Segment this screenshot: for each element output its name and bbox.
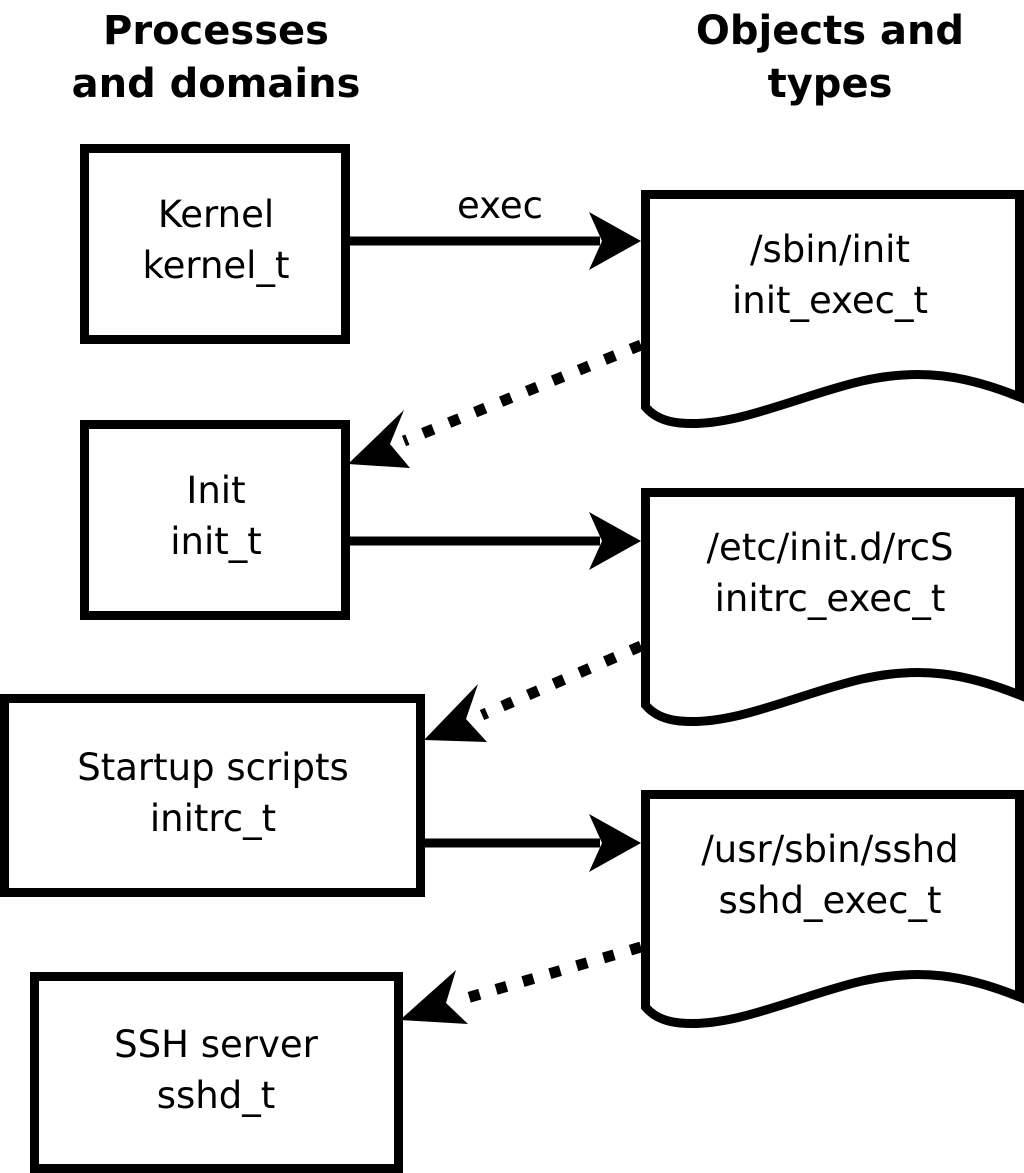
left-column-header-line2: and domains bbox=[72, 61, 361, 107]
process-node-startup-scripts[interactable]: Startup scripts initrc_t bbox=[0, 694, 425, 897]
edge-kernel-to-sbin-init-arrowhead bbox=[589, 212, 641, 270]
process-node-startup-scripts-line2: initrc_t bbox=[150, 797, 276, 840]
process-node-ssh-server[interactable]: SSH server sshd_t bbox=[30, 972, 403, 1173]
process-node-kernel-line1: Kernel bbox=[158, 193, 274, 236]
object-node-etc-initd-rcs-line2: initrc_exec_t bbox=[715, 577, 946, 620]
right-column-header-line2: types bbox=[768, 61, 893, 107]
edge-startup-scripts-to-usr-sbin-sshd bbox=[420, 814, 641, 872]
process-node-startup-scripts-box[interactable] bbox=[0, 694, 425, 897]
process-node-kernel-line2: kernel_t bbox=[143, 244, 290, 287]
edge-sbin-init-to-init-arrowhead bbox=[348, 410, 410, 468]
process-node-kernel[interactable]: Kernel kernel_t bbox=[80, 144, 350, 344]
object-node-sbin-init[interactable]: /sbin/init init_exec_t bbox=[641, 190, 1024, 429]
object-node-usr-sbin-sshd-line2: sshd_exec_t bbox=[719, 879, 942, 922]
object-node-etc-initd-rcs[interactable]: /etc/init.d/rcS initrc_exec_t bbox=[641, 488, 1024, 727]
edge-usr-sbin-sshd-to-ssh-server-line bbox=[458, 941, 643, 1006]
edge-sbin-init-to-init-line bbox=[401, 339, 644, 447]
edge-etc-initd-rcs-to-startup-scripts bbox=[424, 640, 644, 742]
left-column-header: Processes and domains bbox=[72, 8, 361, 107]
object-node-sbin-init-line1: /sbin/init bbox=[750, 228, 910, 271]
left-column-header-line1: Processes bbox=[103, 8, 329, 54]
process-node-init-box[interactable] bbox=[80, 420, 350, 620]
object-node-etc-initd-rcs-line1: /etc/init.d/rcS bbox=[706, 526, 953, 569]
edge-kernel-to-sbin-init: exec bbox=[347, 184, 641, 270]
edge-usr-sbin-sshd-to-ssh-server bbox=[400, 941, 643, 1024]
edge-usr-sbin-sshd-to-ssh-server-arrowhead bbox=[400, 970, 468, 1024]
edge-init-to-etc-initd-rcs bbox=[347, 512, 641, 570]
edge-startup-scripts-to-usr-sbin-sshd-arrowhead bbox=[589, 814, 641, 872]
edge-init-to-etc-initd-rcs-arrowhead bbox=[589, 512, 641, 570]
object-node-usr-sbin-sshd-line1: /usr/sbin/sshd bbox=[701, 828, 958, 871]
process-node-kernel-box[interactable] bbox=[80, 144, 350, 344]
object-node-sbin-init-line2: init_exec_t bbox=[732, 279, 928, 322]
process-node-init-line2: init_t bbox=[170, 520, 262, 563]
process-node-init-line1: Init bbox=[186, 469, 245, 512]
object-node-sbin-init-shape[interactable] bbox=[641, 190, 1024, 429]
process-node-ssh-server-line2: sshd_t bbox=[157, 1074, 276, 1117]
object-node-etc-initd-rcs-shape[interactable] bbox=[641, 488, 1024, 727]
object-node-usr-sbin-sshd-shape[interactable] bbox=[641, 790, 1024, 1029]
right-column-header: Objects and types bbox=[696, 8, 964, 107]
edge-etc-initd-rcs-to-startup-scripts-arrowhead bbox=[424, 684, 487, 742]
edge-sbin-init-to-init bbox=[348, 339, 644, 468]
process-node-startup-scripts-line1: Startup scripts bbox=[77, 746, 348, 789]
object-node-usr-sbin-sshd[interactable]: /usr/sbin/sshd sshd_exec_t bbox=[641, 790, 1024, 1029]
right-column-header-line1: Objects and bbox=[696, 8, 964, 54]
edge-etc-initd-rcs-to-startup-scripts-line bbox=[479, 640, 644, 721]
process-node-init[interactable]: Init init_t bbox=[80, 420, 350, 620]
process-node-ssh-server-line1: SSH server bbox=[114, 1023, 318, 1066]
process-node-ssh-server-box[interactable] bbox=[30, 972, 403, 1173]
edge-label-exec: exec bbox=[457, 184, 543, 227]
